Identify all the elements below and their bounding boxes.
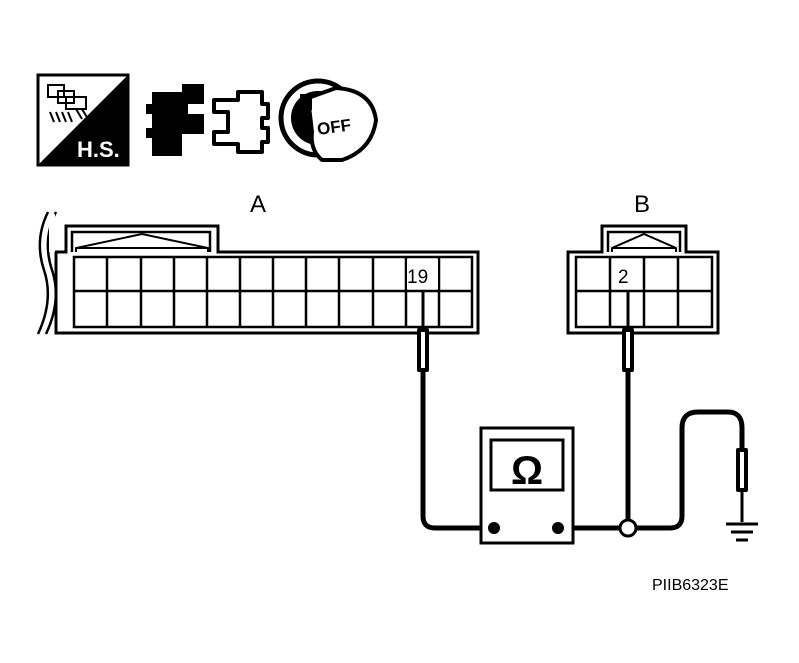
ignition-key-off-icon: OFF [278,78,378,162]
probe-b [622,290,634,372]
test-leads [420,369,745,531]
ground-icon [726,522,758,542]
connector-b-label: B [634,191,650,218]
ground-probe [736,448,748,522]
ohm-symbol: Ω [511,449,543,493]
connector-a: A 19 [36,191,480,335]
probe-a [417,290,429,372]
connector-b-terminal-label: 2 [618,267,629,288]
connector-b: B 2 [566,191,720,335]
ohmmeter-icon: Ω [479,426,575,545]
junction-node [618,518,638,538]
connector-disconnect-icon [146,84,270,156]
harness-disconnect-icon: H.S. [36,73,130,167]
connector-a-terminal-label: 19 [407,267,428,288]
connector-a-label: A [250,191,266,218]
hs-label: H.S. [77,137,120,162]
figure-code: PIIB6323E [652,577,729,594]
key-off-label: OFF [316,115,352,139]
